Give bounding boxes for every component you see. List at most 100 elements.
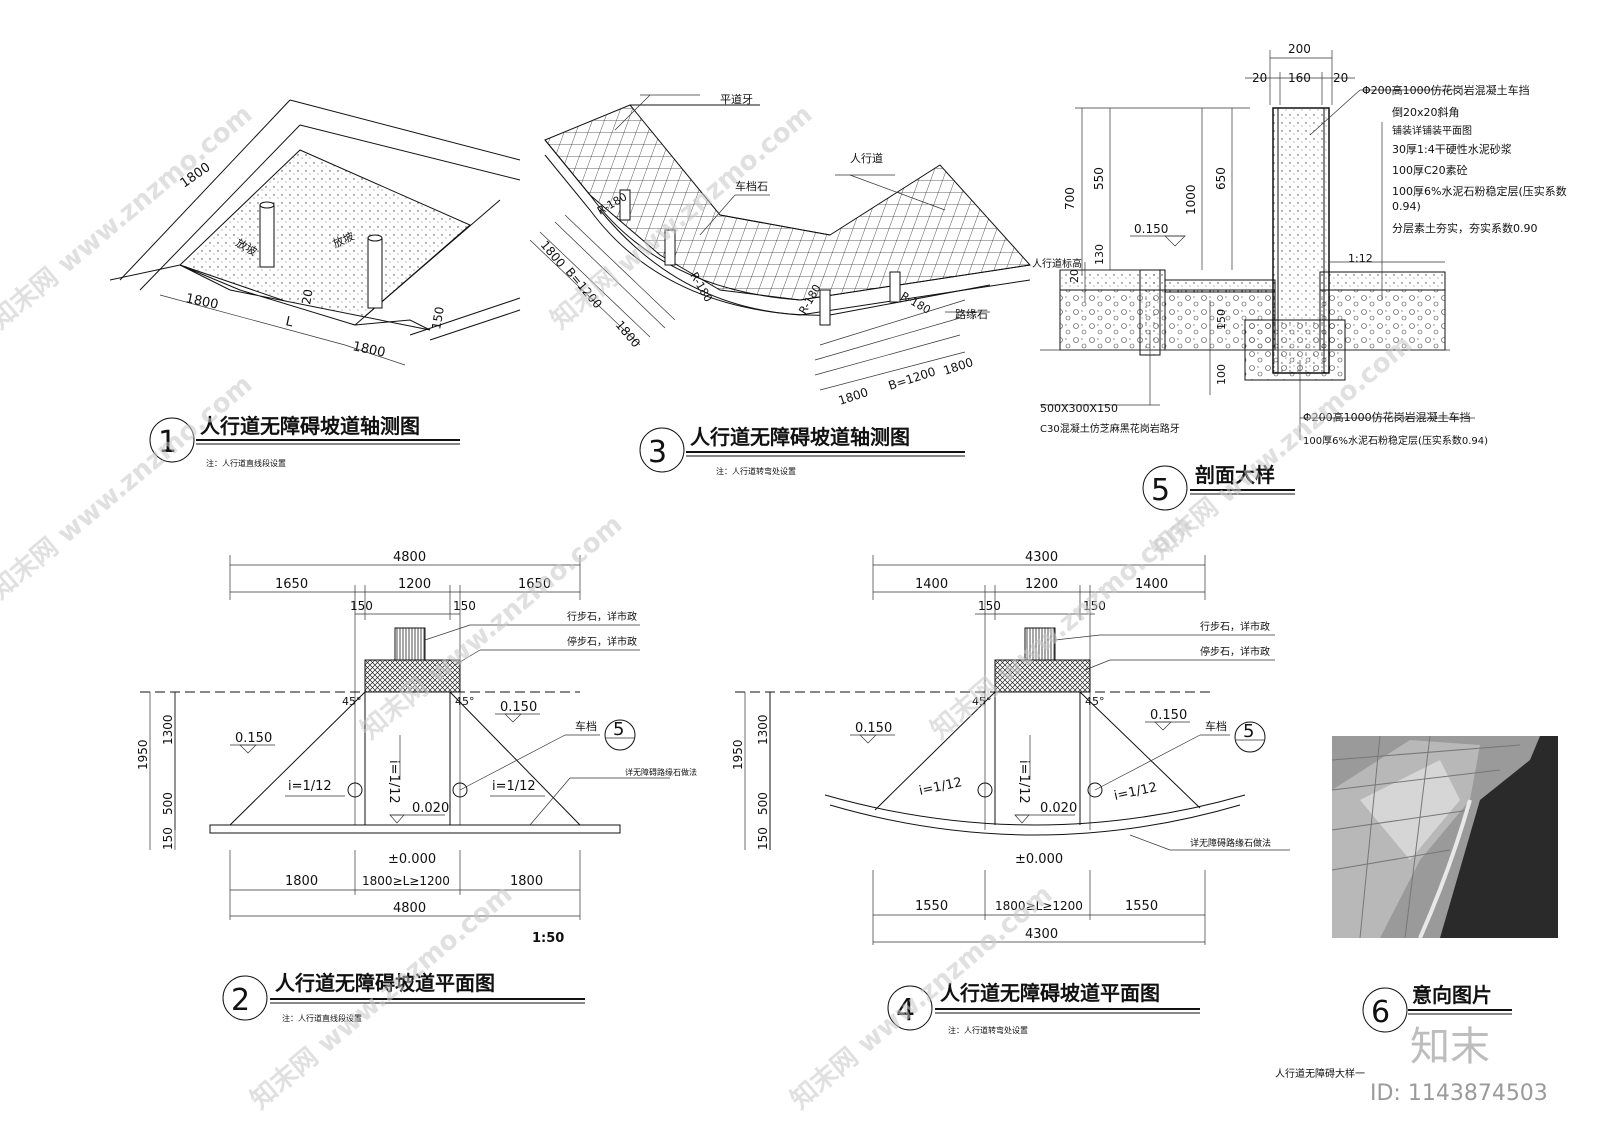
panel-1-title-block: 1 人行道无障碍坡道轴测图 注：人行道直线段设置	[149, 414, 460, 468]
p4-left-500: 500	[756, 792, 770, 815]
p2-bot-1800b: 1800	[510, 874, 543, 889]
panel-3-axonometric: 平道牙 人行道 车档石 路缘石 R-180 R-180 R-180 R-180 …	[529, 92, 1031, 408]
p1-dim-right: 1800	[351, 339, 386, 361]
p4-angle-a: 45°	[972, 695, 992, 708]
p4-slope-c: i=1/12	[1113, 780, 1159, 804]
p2-top-1200: 1200	[398, 577, 431, 592]
p4-slope-a: i=1/12	[918, 775, 964, 799]
p5-w200: 200	[1288, 42, 1311, 56]
image-id: ID: 1143874503	[1370, 1081, 1548, 1106]
p4-callout-3: 车档	[1205, 719, 1227, 733]
p4-number: 4	[896, 993, 915, 1028]
p2-top-4800: 4800	[393, 550, 426, 565]
p4-el-c: 0.020	[1040, 801, 1077, 816]
p2-callout-3: 车档	[575, 719, 597, 733]
p1-dim-L: L	[284, 314, 295, 330]
panel-5-section: 200 20 160 20 700 550 1000 650 20 130 15…	[1032, 42, 1567, 447]
p5-w20a: 20	[1252, 71, 1267, 85]
p4-slope-b: i=1/12	[1016, 760, 1031, 804]
p5-w20b: 20	[1333, 71, 1348, 85]
p5-slope: 1:12	[1348, 252, 1373, 265]
p5-bottom-4: 100厚6%水泥石粉稳定层(压实系数0.94)	[1303, 434, 1488, 447]
p4-el-a: 0.150	[855, 721, 892, 736]
panel-2-title-block: 2 人行道无障碍坡道平面图 注：人行道直线段设置	[222, 971, 585, 1023]
p5-h700: 700	[1063, 187, 1077, 210]
p5-callout-7: 0.94)	[1392, 200, 1421, 213]
p5-bottom-3: Φ200高1000仿花岗岩混凝土车挡	[1303, 410, 1471, 424]
p4-el-b: 0.150	[1150, 708, 1187, 723]
panel-3-title-block: 3 人行道无障碍坡道轴测图 注：人行道转弯处设置	[639, 425, 965, 476]
p2-top-150b: 150	[453, 599, 476, 613]
p3-d6: 1800	[942, 355, 975, 378]
panel-6-title-block: 6 意向图片	[1362, 983, 1512, 1033]
p4-top-150b: 150	[1083, 599, 1106, 613]
p4-left-1300: 1300	[756, 714, 770, 745]
p2-top-150a: 150	[350, 599, 373, 613]
p5-h130: 130	[1093, 244, 1106, 265]
p1-dim-150: 150	[429, 306, 447, 331]
p3-d4: 1800	[837, 385, 870, 408]
p3-number: 3	[648, 435, 667, 470]
p2-bot-4800: 4800	[393, 901, 426, 916]
p2-slope-b: i=1/12	[386, 760, 401, 804]
panel-4-title-block: 4 人行道无障碍坡道平面图 注：人行道转弯处设置	[887, 981, 1200, 1035]
p2-angle-a: 45°	[342, 695, 362, 708]
p2-left-150: 150	[161, 827, 175, 850]
p5-h650: 650	[1214, 167, 1228, 190]
p4-bot-L: 1800≥L≥1200	[995, 899, 1083, 913]
p2-top-1650b: 1650	[518, 577, 551, 592]
p4-angle-b: 45°	[1085, 695, 1105, 708]
p2-bot-1800a: 1800	[285, 874, 318, 889]
p1-dim-20: 20	[299, 288, 315, 305]
p5-w160: 160	[1288, 71, 1311, 85]
p5-callout-8: 分层素土夯实，夯实系数0.90	[1392, 221, 1538, 235]
footer: 人行道无障碍大样一 知末 ID: 1143874503	[1275, 1024, 1548, 1106]
p2-ref-num: 5	[613, 719, 624, 740]
p5-h150: 150	[1215, 309, 1228, 330]
panel-5-title-block: 5 剖面大样	[1142, 463, 1295, 511]
p3-r4: R-180	[899, 289, 933, 316]
p5-callout-6: 100厚6%水泥石粉稳定层(压实系数	[1392, 184, 1567, 198]
p4-top-1400b: 1400	[1135, 577, 1168, 592]
p2-el-c: 0.020	[412, 801, 449, 816]
p2-left-1300: 1300	[161, 714, 175, 745]
p5-h550: 550	[1092, 167, 1106, 190]
p2-el-a: 0.150	[235, 731, 272, 746]
p4-bot-1550b: 1550	[1125, 899, 1158, 914]
p4-callout-1: 行步石，详市政	[1200, 620, 1270, 633]
p5-callout-3: 铺装详铺装平面图	[1392, 124, 1472, 137]
p3-renxingdao: 人行道	[850, 151, 883, 165]
p2-slope-c: i=1/12	[492, 779, 536, 794]
p2-callout-2: 停步石，详市政	[567, 635, 637, 648]
p2-top-1650a: 1650	[275, 577, 308, 592]
p2-scale: 1:50	[532, 931, 564, 946]
p2-el-d: ±0.000	[388, 852, 436, 867]
p5-title: 剖面大样	[1195, 463, 1275, 487]
p5-h1000: 1000	[1184, 184, 1198, 215]
panel-1-axonometric: 1800 1800 L 1800 20 150 放坡 放坡	[109, 99, 521, 366]
p2-note: 注：人行道直线段设置	[282, 1013, 362, 1023]
p4-bot-1550a: 1550	[915, 899, 948, 914]
p4-title: 人行道无障碍坡道平面图	[940, 981, 1160, 1005]
p2-bot-L: 1800≥L≥1200	[362, 874, 450, 888]
p5-callout-4: 30厚1:4干硬性水泥砂浆	[1392, 142, 1512, 156]
p3-chedangshi: 车档石	[735, 179, 768, 193]
p2-callout-1: 行步石，详市政	[567, 610, 637, 623]
p4-callout-4: 详无障碍路缘石做法	[1190, 837, 1271, 849]
p3-title: 人行道无障碍坡道轴测图	[690, 425, 910, 449]
p3-d3: 1800	[613, 318, 643, 350]
p2-slope-a: i=1/12	[288, 779, 332, 794]
p5-sidewalk: 人行道标高	[1032, 257, 1082, 270]
panel-2-plan: 4800 1650 1200 1650 150 150 1950 1300 50…	[136, 550, 697, 946]
p5-h20: 20	[1068, 269, 1081, 283]
p1-number: 1	[158, 425, 177, 460]
p3-luyuanshi: 路缘石	[955, 308, 988, 321]
p2-title: 人行道无障碍坡道平面图	[275, 971, 495, 995]
p2-left-500: 500	[161, 792, 175, 815]
p4-bot-4300: 4300	[1025, 927, 1058, 942]
p4-el-d: ±0.000	[1015, 852, 1063, 867]
p2-angle-b: 45°	[455, 695, 475, 708]
p2-el-b: 0.150	[500, 700, 537, 715]
p3-note: 注：人行道转弯处设置	[716, 466, 796, 476]
p5-el: 0.150	[1134, 222, 1168, 236]
